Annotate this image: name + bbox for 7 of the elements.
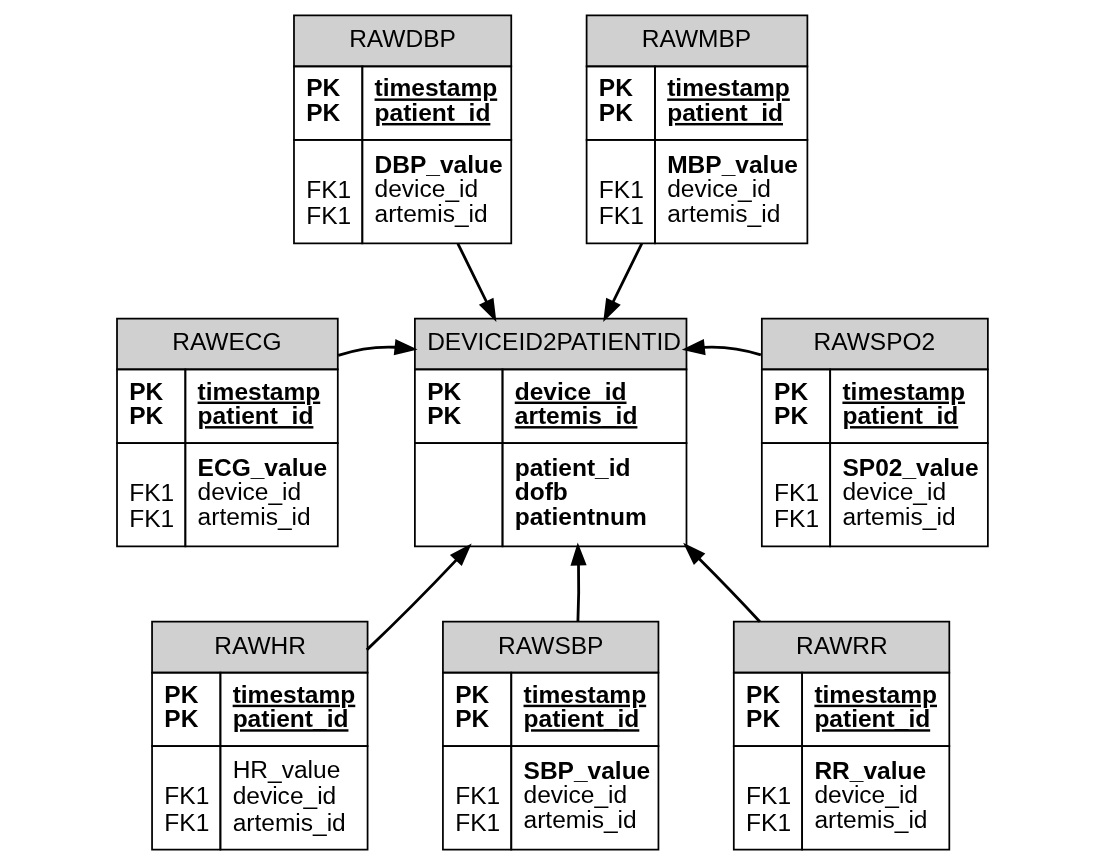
arrow xyxy=(337,339,418,357)
arrow xyxy=(682,542,761,623)
arrow xyxy=(365,543,472,651)
arrow xyxy=(681,339,761,357)
arrow xyxy=(602,242,643,322)
arrow xyxy=(456,242,496,322)
arrow xyxy=(569,542,587,622)
